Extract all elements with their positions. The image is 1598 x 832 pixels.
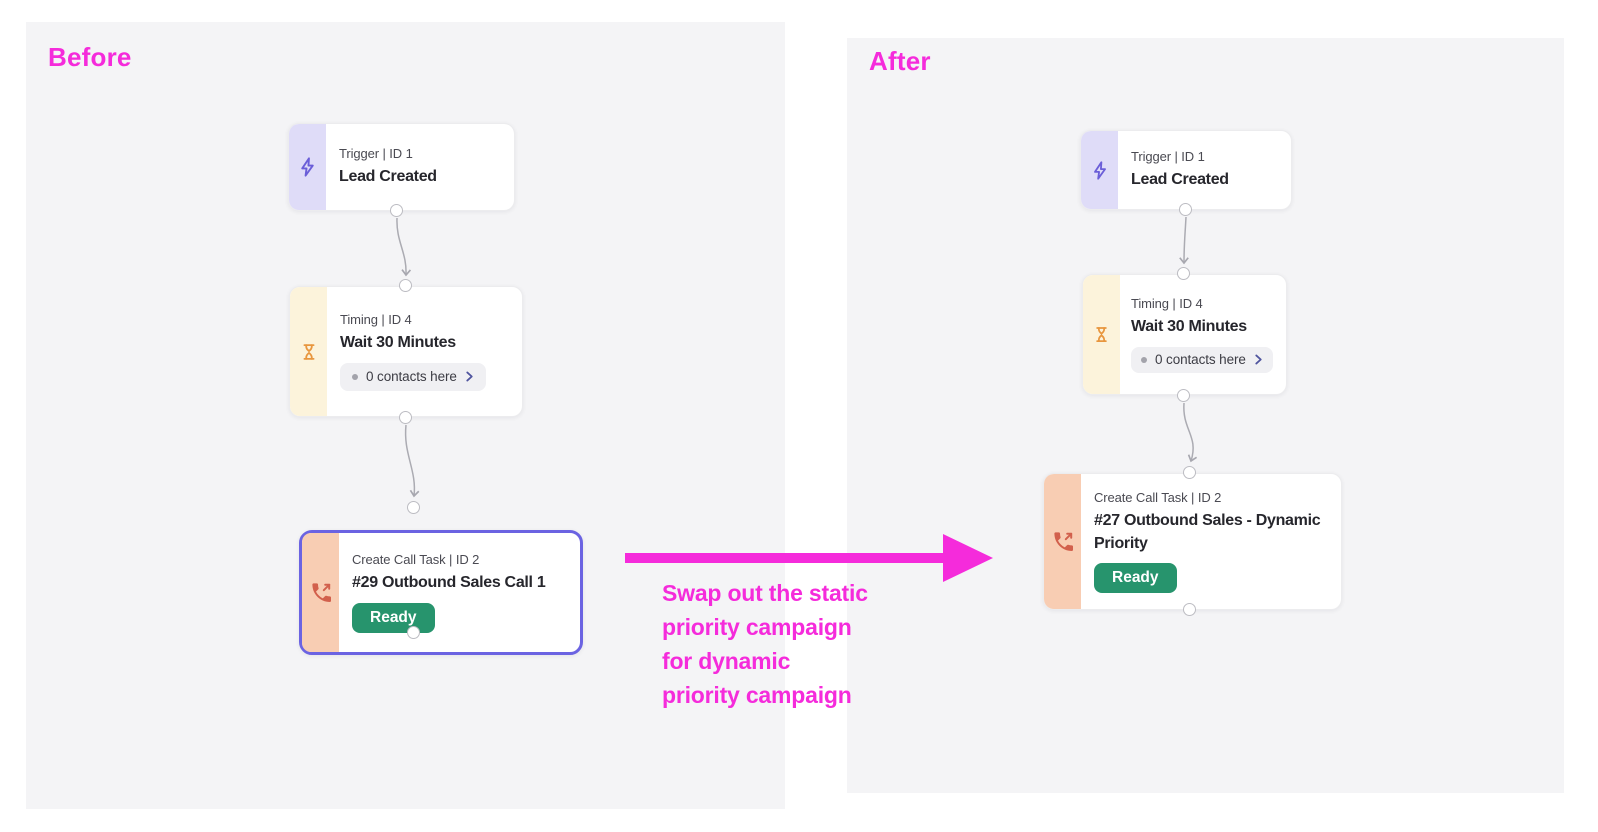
node-content: Timing | ID 4 Wait 30 Minutes 0 contacts…: [327, 287, 522, 416]
node-title: #29 Outbound Sales Call 1: [352, 574, 546, 592]
connector-handle[interactable]: [399, 411, 412, 424]
ready-badge[interactable]: Ready: [352, 602, 435, 633]
lightning-icon: [1093, 160, 1106, 180]
contacts-pill[interactable]: 0 contacts here: [1131, 346, 1273, 373]
node-type-label: Trigger | ID 1: [1131, 148, 1205, 164]
panel-before-label: Before: [48, 42, 132, 72]
ready-badge[interactable]: Ready: [1094, 563, 1177, 594]
annotation-line: for dynamic: [662, 648, 791, 674]
node-trigger[interactable]: Trigger | ID 1 Lead Created: [1080, 130, 1292, 210]
connector-handle[interactable]: [399, 279, 412, 292]
annotation-line: Swap out the static: [662, 580, 868, 606]
connector-handle[interactable]: [1183, 603, 1196, 616]
node-title: Wait 30 Minutes: [1131, 318, 1247, 336]
connector-handle[interactable]: [1179, 203, 1192, 216]
node-title: Lead Created: [339, 167, 437, 185]
chevron-right-icon: [1255, 354, 1262, 365]
node-call-task[interactable]: Create Call Task | ID 2 #27 Outbound Sal…: [1043, 473, 1342, 610]
phone-outgoing-icon: [1053, 531, 1073, 551]
node-content: Timing | ID 4 Wait 30 Minutes 0 contacts…: [1120, 275, 1286, 394]
timing-strip: [290, 287, 327, 416]
node-type-label: Trigger | ID 1: [339, 145, 413, 161]
connector-handle[interactable]: [1177, 267, 1190, 280]
dot-icon: [1141, 356, 1147, 363]
node-content: Create Call Task | ID 2 #27 Outbound Sal…: [1081, 474, 1341, 609]
node-title: Lead Created: [1131, 170, 1229, 188]
node-content: Trigger | ID 1 Lead Created: [326, 124, 514, 210]
annotation-line: priority campaign: [662, 682, 852, 708]
hourglass-icon: [1096, 327, 1107, 342]
call-strip: [1044, 474, 1081, 609]
node-trigger[interactable]: Trigger | ID 1 Lead Created: [288, 123, 515, 211]
annotation-text: Swap out the static priority campaign fo…: [662, 576, 982, 712]
trigger-strip: [1081, 131, 1118, 209]
panel-after: After Trigger | ID 1 Lead Created: [847, 38, 1564, 793]
connector-handle[interactable]: [407, 626, 420, 639]
chevron-right-icon: [466, 371, 473, 382]
lightning-icon: [301, 157, 314, 177]
node-type-label: Timing | ID 4: [340, 312, 412, 328]
panel-after-label: After: [869, 46, 931, 76]
node-timing[interactable]: Timing | ID 4 Wait 30 Minutes 0 contacts…: [1082, 274, 1287, 395]
hourglass-icon: [303, 343, 314, 360]
node-title: #27 Outbound Sales - Dynamic Priority: [1094, 511, 1321, 552]
trigger-strip: [289, 124, 326, 210]
node-call-task[interactable]: Create Call Task | ID 2 #29 Outbound Sal…: [299, 530, 583, 655]
connector-handle[interactable]: [1183, 466, 1196, 479]
node-content: Trigger | ID 1 Lead Created: [1118, 131, 1291, 209]
contacts-pill-label: 0 contacts here: [1155, 352, 1246, 368]
node-type-label: Timing | ID 4: [1131, 296, 1203, 312]
node-content: Create Call Task | ID 2 #29 Outbound Sal…: [339, 533, 580, 652]
connector-handle[interactable]: [1177, 389, 1190, 402]
node-type-label: Create Call Task | ID 2: [1094, 489, 1222, 505]
contacts-pill[interactable]: 0 contacts here: [340, 362, 486, 391]
node-timing[interactable]: Timing | ID 4 Wait 30 Minutes 0 contacts…: [289, 286, 523, 417]
dot-icon: [352, 373, 358, 380]
phone-outgoing-icon: [311, 582, 331, 602]
node-type-label: Create Call Task | ID 2: [352, 552, 480, 568]
annotation-line: priority campaign: [662, 614, 852, 640]
connector-handle[interactable]: [390, 204, 403, 217]
timing-strip: [1083, 275, 1120, 394]
panel-before: Before Trigger | ID 1 Lead Created: [26, 22, 785, 809]
call-strip: [302, 533, 339, 652]
connector-handle[interactable]: [407, 501, 420, 514]
node-title: Wait 30 Minutes: [340, 334, 456, 352]
contacts-pill-label: 0 contacts here: [366, 369, 457, 385]
